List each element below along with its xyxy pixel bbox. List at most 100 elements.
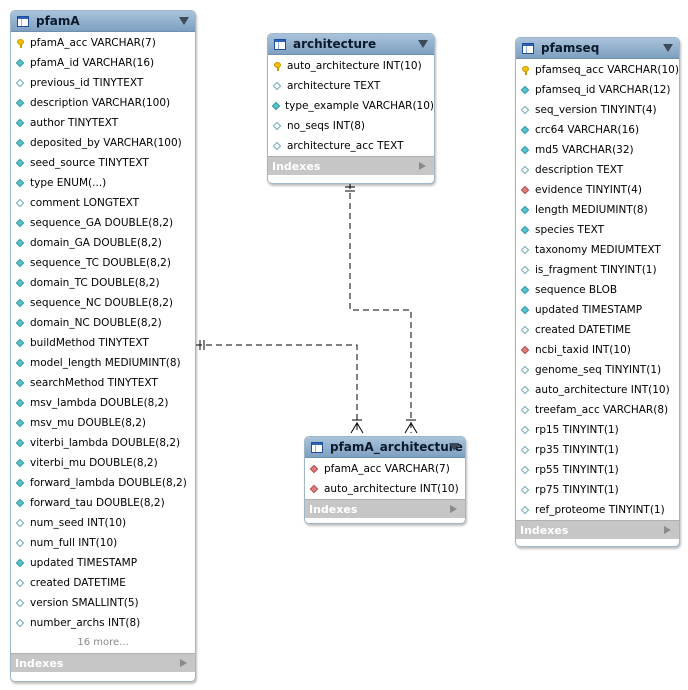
table-header[interactable]: pfamA_architecture (305, 437, 465, 458)
table-column-row[interactable]: comment LONGTEXT (11, 193, 195, 213)
table-column-row[interactable]: seq_version TINYINT(4) (516, 100, 679, 120)
table-header[interactable]: pfamseq (516, 38, 679, 59)
nullable-column-icon (520, 445, 530, 455)
column-label: auto_architecture INT(10) (287, 60, 422, 72)
table-column-row[interactable]: genome_seq TINYINT(1) (516, 360, 679, 380)
column-label: evidence TINYINT(4) (535, 184, 642, 196)
table-column-row[interactable]: type ENUM(...) (11, 173, 195, 193)
table-column-row[interactable]: ref_proteome TINYINT(1) (516, 500, 679, 520)
table-column-row[interactable]: species TEXT (516, 220, 679, 240)
table-column-row[interactable]: sequence_NC DOUBLE(8,2) (11, 293, 195, 313)
table-column-row[interactable]: buildMethod TINYTEXT (11, 333, 195, 353)
table-column-row[interactable]: auto_architecture INT(10) (516, 380, 679, 400)
table-column-row[interactable]: domain_TC DOUBLE(8,2) (11, 273, 195, 293)
table-column-row[interactable]: forward_tau DOUBLE(8,2) (11, 493, 195, 513)
table-column-row[interactable]: number_archs INT(8) (11, 613, 195, 633)
table-pfamA[interactable]: pfamA pfamA_acc VARCHAR(7)pfamA_id VARCH… (10, 10, 196, 682)
column-label: deposited_by VARCHAR(100) (30, 137, 182, 149)
table-column-row[interactable]: is_fragment TINYINT(1) (516, 260, 679, 280)
table-icon (274, 38, 286, 50)
table-architecture[interactable]: architecture auto_architecture INT(10) ar… (267, 33, 435, 184)
indexes-bar[interactable]: Indexes (11, 653, 195, 672)
table-column-row[interactable]: deposited_by VARCHAR(100) (11, 133, 195, 153)
table-column-row[interactable]: model_length MEDIUMINT(8) (11, 353, 195, 373)
column-glyph (15, 478, 25, 488)
table-column-row[interactable]: auto_architecture INT(10) (268, 56, 434, 76)
table-column-row[interactable]: pfamA_id VARCHAR(16) (11, 53, 195, 73)
expand-arrow-icon[interactable] (180, 659, 187, 667)
table-column-row[interactable]: pfamseq_id VARCHAR(12) (516, 80, 679, 100)
table-column-row[interactable]: auto_architecture INT(10) (305, 479, 465, 499)
table-pfamseq[interactable]: pfamseq pfamseq_acc VARCHAR(10) pfamseq_i… (515, 37, 680, 547)
table-column-row[interactable]: description TEXT (516, 160, 679, 180)
table-column-row[interactable]: author TINYTEXT (11, 113, 195, 133)
column-label: pfamseq_acc VARCHAR(10) (535, 64, 679, 76)
table-column-row[interactable]: no_seqs INT(8) (268, 116, 434, 136)
table-column-row[interactable]: num_seed INT(10) (11, 513, 195, 533)
table-title: pfamA_architecture (330, 440, 463, 454)
table-column-row[interactable]: msv_mu DOUBLE(8,2) (11, 413, 195, 433)
table-column-row[interactable]: crc64 VARCHAR(16) (516, 120, 679, 140)
table-column-row[interactable]: viterbi_mu DOUBLE(8,2) (11, 453, 195, 473)
table-column-row[interactable]: rp55 TINYINT(1) (516, 460, 679, 480)
table-column-row[interactable]: msv_lambda DOUBLE(8,2) (11, 393, 195, 413)
expand-arrow-icon[interactable] (664, 526, 671, 534)
column-glyph (520, 225, 530, 235)
table-column-row[interactable]: description VARCHAR(100) (11, 93, 195, 113)
table-column-row[interactable]: version SMALLINT(5) (11, 593, 195, 613)
table-column-row[interactable]: pfamA_acc VARCHAR(7) (305, 459, 465, 479)
expand-arrow-icon[interactable] (450, 505, 457, 513)
indexes-bar[interactable]: Indexes (516, 520, 679, 539)
table-column-row[interactable]: architecture TEXT (268, 76, 434, 96)
table-column-row[interactable]: seed_source TINYTEXT (11, 153, 195, 173)
table-column-row[interactable]: domain_GA DOUBLE(8,2) (11, 233, 195, 253)
column-glyph (15, 358, 25, 368)
table-column-row[interactable]: ncbi_taxid INT(10) (516, 340, 679, 360)
table-column-row[interactable]: rp35 TINYINT(1) (516, 440, 679, 460)
indexes-bar[interactable]: Indexes (305, 499, 465, 518)
table-column-row[interactable]: length MEDIUMINT(8) (516, 200, 679, 220)
table-column-row[interactable]: created DATETIME (11, 573, 195, 593)
table-column-row[interactable]: sequence_GA DOUBLE(8,2) (11, 213, 195, 233)
table-column-row[interactable]: searchMethod TINYTEXT (11, 373, 195, 393)
relation-pfamA-to-pfamA_architecture (196, 344, 358, 433)
table-pfamA_architecture[interactable]: pfamA_architecture pfamA_acc VARCHAR(7)a… (304, 436, 466, 524)
column-label: type_example VARCHAR(10) (285, 100, 434, 112)
not-null-column-icon (15, 498, 25, 508)
table-column-row[interactable]: pfamA_acc VARCHAR(7) (11, 33, 195, 53)
table-column-row[interactable]: rp75 TINYINT(1) (516, 480, 679, 500)
table-header[interactable]: architecture (268, 34, 434, 55)
table-column-row[interactable]: updated TIMESTAMP (11, 553, 195, 573)
table-column-row[interactable]: architecture_acc TEXT (268, 136, 434, 156)
collapse-arrow-icon[interactable] (449, 443, 459, 451)
column-list: auto_architecture INT(10) architecture TE… (268, 55, 434, 156)
column-glyph (272, 121, 282, 131)
table-column-row[interactable]: num_full INT(10) (11, 533, 195, 553)
table-column-row[interactable]: md5 VARCHAR(32) (516, 140, 679, 160)
indexes-bar[interactable]: Indexes (268, 156, 434, 175)
table-column-row[interactable]: sequence BLOB (516, 280, 679, 300)
table-column-row[interactable]: treefam_acc VARCHAR(8) (516, 400, 679, 420)
table-column-row[interactable]: created DATETIME (516, 320, 679, 340)
table-column-row[interactable]: forward_lambda DOUBLE(8,2) (11, 473, 195, 493)
column-glyph (520, 65, 530, 75)
table-column-row[interactable]: pfamseq_acc VARCHAR(10) (516, 60, 679, 80)
nullable-column-icon (520, 465, 530, 475)
table-column-row[interactable]: previous_id TINYTEXT (11, 73, 195, 93)
expand-arrow-icon[interactable] (419, 162, 426, 170)
collapse-arrow-icon[interactable] (179, 17, 189, 25)
table-column-row[interactable]: viterbi_lambda DOUBLE(8,2) (11, 433, 195, 453)
collapse-arrow-icon[interactable] (418, 40, 428, 48)
table-column-row[interactable]: taxonomy MEDIUMTEXT (516, 240, 679, 260)
table-column-row[interactable]: type_example VARCHAR(10) (268, 96, 434, 116)
column-label: architecture_acc TEXT (287, 140, 404, 152)
collapse-arrow-icon[interactable] (663, 44, 673, 52)
table-column-row[interactable]: rp15 TINYINT(1) (516, 420, 679, 440)
more-columns-label[interactable]: 16 more... (77, 637, 129, 648)
table-column-row[interactable]: sequence_TC DOUBLE(8,2) (11, 253, 195, 273)
column-label: ncbi_taxid INT(10) (535, 344, 631, 356)
table-column-row[interactable]: domain_NC DOUBLE(8,2) (11, 313, 195, 333)
table-header[interactable]: pfamA (11, 11, 195, 32)
table-column-row[interactable]: evidence TINYINT(4) (516, 180, 679, 200)
table-column-row[interactable]: updated TIMESTAMP (516, 300, 679, 320)
